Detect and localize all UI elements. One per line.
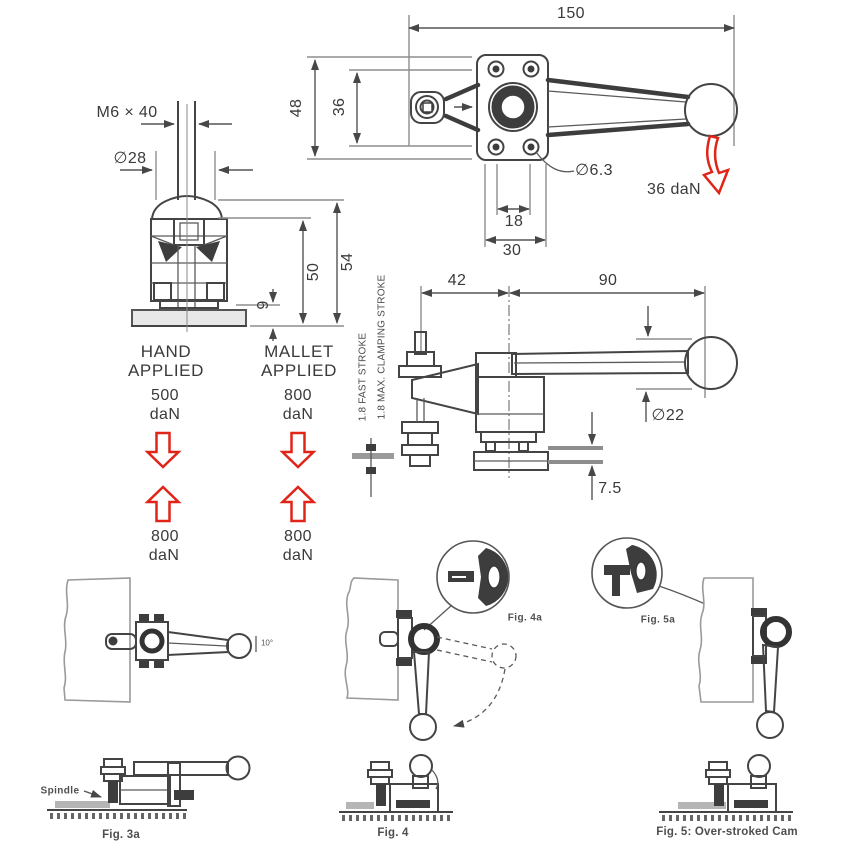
d22-callout (636, 306, 692, 422)
hand-title-line1: HAND (140, 342, 192, 361)
fig4-scheme (339, 754, 453, 821)
dim-48-label: 48 (288, 98, 305, 118)
fig5a-detail-label: Fig. 5a (640, 614, 676, 626)
mallet-applied-unit: daN (282, 406, 314, 423)
fig4a-detail-label: Fig. 4a (507, 612, 543, 624)
dim-150 (408, 15, 735, 146)
hand-holding-value: 800 (151, 528, 179, 545)
hole-dia-label: ∅6.3 (575, 162, 613, 179)
mallet-applied-down-arrow-icon (279, 431, 317, 469)
mallet-title-line1: MALLET (264, 342, 334, 361)
force-36dan-arrow-icon (701, 134, 731, 196)
fast-stroke-label: 1.8 FAST STROKE (357, 332, 369, 422)
fig4-caption: Fig. 4 (377, 827, 409, 839)
spindle-tip-mark (352, 438, 394, 497)
hand-holding-unit: daN (148, 547, 180, 564)
fig4-clamp (379, 610, 517, 741)
dim-48-36 (307, 56, 472, 160)
spindle-bolt-stack (398, 331, 479, 467)
hand-applied-unit: daN (149, 406, 181, 423)
lever-arm (443, 77, 738, 138)
dim-7-5-label: 7.5 (598, 480, 622, 497)
side-view (352, 286, 738, 500)
force-arrows (144, 431, 317, 523)
max-clamping-stroke-label: 1.8 MAX. CLAMPING STROKE (376, 274, 388, 420)
m6-callout (141, 101, 232, 200)
fig3a-group (47, 577, 257, 819)
dia-28-label: ∅28 (113, 150, 147, 167)
dim-42-90 (420, 286, 706, 478)
fig5-clamp (751, 608, 792, 739)
top-view (307, 15, 738, 247)
knob-dia-label: ∅22 (651, 407, 685, 424)
clamp-body-front (131, 104, 247, 332)
hand-applied-value: 500 (151, 387, 179, 404)
clamp-body-side (473, 352, 549, 471)
fig3a-clamp (105, 614, 257, 668)
force-36dan-label: 36 daN (647, 181, 701, 198)
hand-applied-down-arrow-icon (144, 431, 182, 469)
mallet-holding-value: 800 (284, 528, 312, 545)
mallet-holding-unit: daN (282, 547, 314, 564)
fig4a-detail-circle (423, 540, 510, 631)
handle-side (511, 336, 738, 390)
hand-title-line2: APPLIED (127, 361, 205, 380)
fig5-scheme (659, 754, 793, 821)
fig3a-caption: Fig. 3a (102, 829, 140, 841)
d28-callout (120, 151, 253, 200)
front-view (120, 101, 344, 341)
fig4-group (339, 540, 517, 821)
dim-18-30 (484, 164, 547, 247)
dim-50-label: 50 (305, 262, 322, 282)
dim-18-label: 18 (504, 213, 524, 230)
angle-10deg-label: 10° (260, 638, 274, 648)
mallet-title-line2: APPLIED (260, 361, 338, 380)
hole-dia-leader (535, 151, 575, 173)
fig3a-scheme (47, 755, 251, 819)
dim-30-label: 30 (502, 242, 522, 259)
dim-36-label: 36 (331, 97, 348, 117)
pivot-boss (410, 91, 445, 124)
spindle-label: Spindle (40, 785, 80, 797)
dim-90-label: 90 (598, 272, 618, 289)
thread-m6-label: M6 × 40 (96, 104, 158, 121)
dim-54-label: 54 (339, 252, 356, 272)
hand-holding-up-arrow-icon (144, 485, 182, 523)
dim-9-label: 9 (255, 300, 272, 310)
front-dims (218, 199, 344, 341)
flange-plate (454, 54, 549, 161)
dim-150-label: 150 (557, 5, 585, 22)
mallet-holding-up-arrow-icon (279, 485, 317, 523)
dim-42-label: 42 (447, 272, 467, 289)
fig5a-detail-circle (591, 537, 755, 629)
gap-7-5-callout (548, 412, 603, 500)
fig5-caption: Fig. 5: Over-stroked Cam (656, 826, 798, 838)
fig5-group (591, 537, 793, 821)
mallet-applied-value: 800 (284, 387, 312, 404)
